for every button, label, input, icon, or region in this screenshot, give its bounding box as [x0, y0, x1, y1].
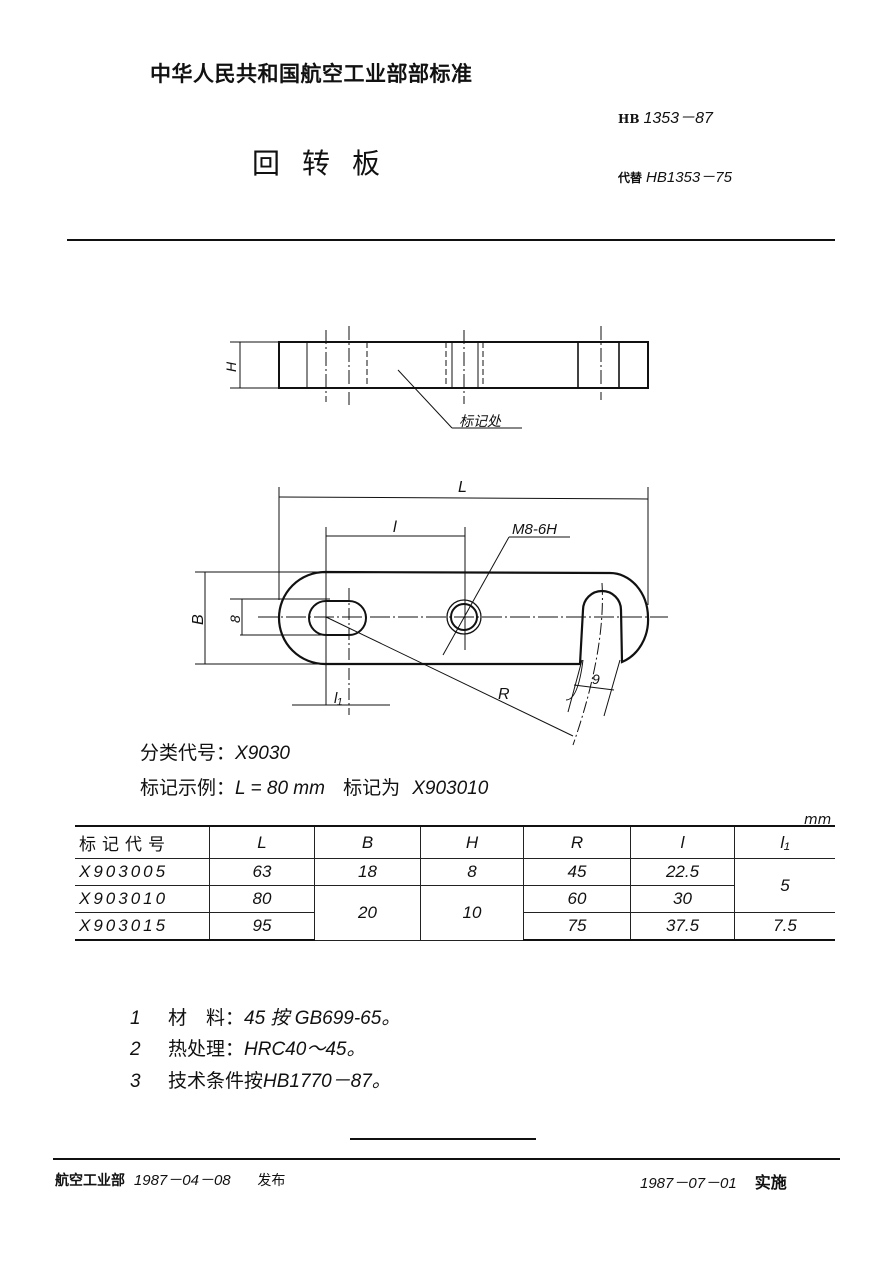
marking-example: 标记示例：L = 80 mm 标记为 X903010: [140, 773, 488, 800]
standard-prefix: HB: [618, 112, 640, 126]
standard-number-value: 1353－87: [643, 110, 713, 127]
header-L: L: [209, 825, 315, 859]
effective-label: 实施: [754, 1173, 787, 1192]
cell-H: 8: [420, 858, 524, 886]
cell-l1: 7.5: [734, 912, 835, 941]
unit-label: mm: [804, 812, 832, 828]
requirement-number: 3: [130, 1071, 141, 1092]
dim-slot-label: 8: [227, 615, 243, 623]
cell-H-merged: 10: [420, 885, 524, 941]
replaces-label: 代替: [618, 171, 643, 185]
replaces-number: HB1353－75: [646, 169, 732, 186]
header-B: B: [314, 825, 421, 859]
thread-callout: M8-6H: [512, 521, 557, 538]
dim-l1-label: l₁: [334, 690, 342, 707]
cell-L: 95: [209, 912, 315, 941]
end-rule: [350, 1138, 536, 1140]
cell-R: 45: [523, 858, 631, 886]
side-view: [230, 326, 649, 429]
cell-code: X903010: [75, 885, 210, 913]
example-value: L = 80 mm: [235, 778, 325, 799]
cell-l: 30: [630, 885, 735, 913]
requirement-item: 1 材 料：45 按 GB699-65。: [130, 1003, 400, 1030]
dim-R-label: R: [498, 686, 510, 703]
requirement-number: 1: [130, 1008, 141, 1029]
dim-9-label: 9: [592, 671, 600, 687]
dimension-table: 标记代号 L B H R l l₁ X903005 63 18 8 45 22.…: [75, 825, 835, 941]
table-header-row: 标记代号 L B H R l l₁: [75, 825, 835, 859]
cell-R: 75: [523, 912, 631, 941]
requirement-label: 热处理：: [168, 1038, 245, 1060]
example-mark-value: X903010: [412, 778, 489, 799]
header-l: l: [630, 825, 735, 859]
example-label: 标记示例：: [140, 777, 236, 799]
dim-H-label: H: [223, 361, 239, 372]
marking-label: 标记处: [459, 413, 502, 429]
classification-value: X9030: [235, 743, 290, 764]
effective-date: 1987－07－01: [640, 1175, 737, 1192]
table-row: X903005 63 18 8 45 22.5 5: [75, 858, 835, 913]
cell-B-merged: 20: [314, 885, 421, 941]
header-divider: [67, 239, 835, 241]
effective-info: 1987－07－01 实施: [640, 1169, 787, 1193]
issue-date: 1987－04－08: [133, 1172, 231, 1189]
requirement-value: HRC40～45。: [244, 1039, 366, 1060]
cell-l: 22.5: [630, 858, 735, 886]
header-R: R: [523, 825, 631, 859]
requirement-item: 2 热处理：HRC40～45。: [130, 1034, 365, 1061]
cell-B: 18: [314, 858, 421, 886]
requirement-label: 材 料：: [168, 1007, 245, 1029]
cell-R: 60: [523, 885, 631, 913]
requirement-label: 技术条件按: [168, 1070, 264, 1092]
cell-code: X903015: [75, 912, 210, 941]
cell-l: 37.5: [630, 912, 735, 941]
requirement-value: HB1770－87。: [263, 1071, 391, 1092]
header-l1: l₁: [734, 825, 835, 859]
cell-code: X903005: [75, 858, 210, 886]
header-code: 标记代号: [75, 825, 210, 859]
issuer: 航空工业部: [55, 1173, 125, 1189]
issuing-organization: 中华人民共和国航空工业部部标准: [150, 61, 473, 86]
dim-L-label: L: [458, 479, 467, 496]
cell-L: 63: [209, 858, 315, 886]
issue-info: 航空工业部 1987－04－08 发布: [55, 1169, 285, 1190]
footer-divider: [53, 1158, 840, 1160]
issue-label: 发布: [257, 1173, 286, 1189]
dim-l-label: l: [393, 519, 397, 536]
dim-B-label: B: [190, 614, 207, 625]
top-view: [195, 487, 668, 746]
document-title: 回转板: [252, 147, 403, 180]
example-mark-label: 标记为: [343, 777, 401, 799]
cell-L: 80: [209, 885, 315, 913]
cell-l1-merged: 5: [734, 858, 835, 913]
requirement-item: 3 技术条件按HB1770－87。: [130, 1066, 391, 1093]
header-H: H: [420, 825, 524, 859]
table-row: X903015 95 75 37.5 7.5: [75, 912, 835, 941]
requirement-value: 45 按 GB699-65。: [244, 1008, 401, 1029]
classification-code: 分类代号：X9030: [140, 738, 290, 765]
requirement-number: 2: [130, 1039, 141, 1060]
classification-label: 分类代号：: [140, 742, 236, 764]
table-row: X903010 80 20 10 60 30: [75, 885, 835, 941]
